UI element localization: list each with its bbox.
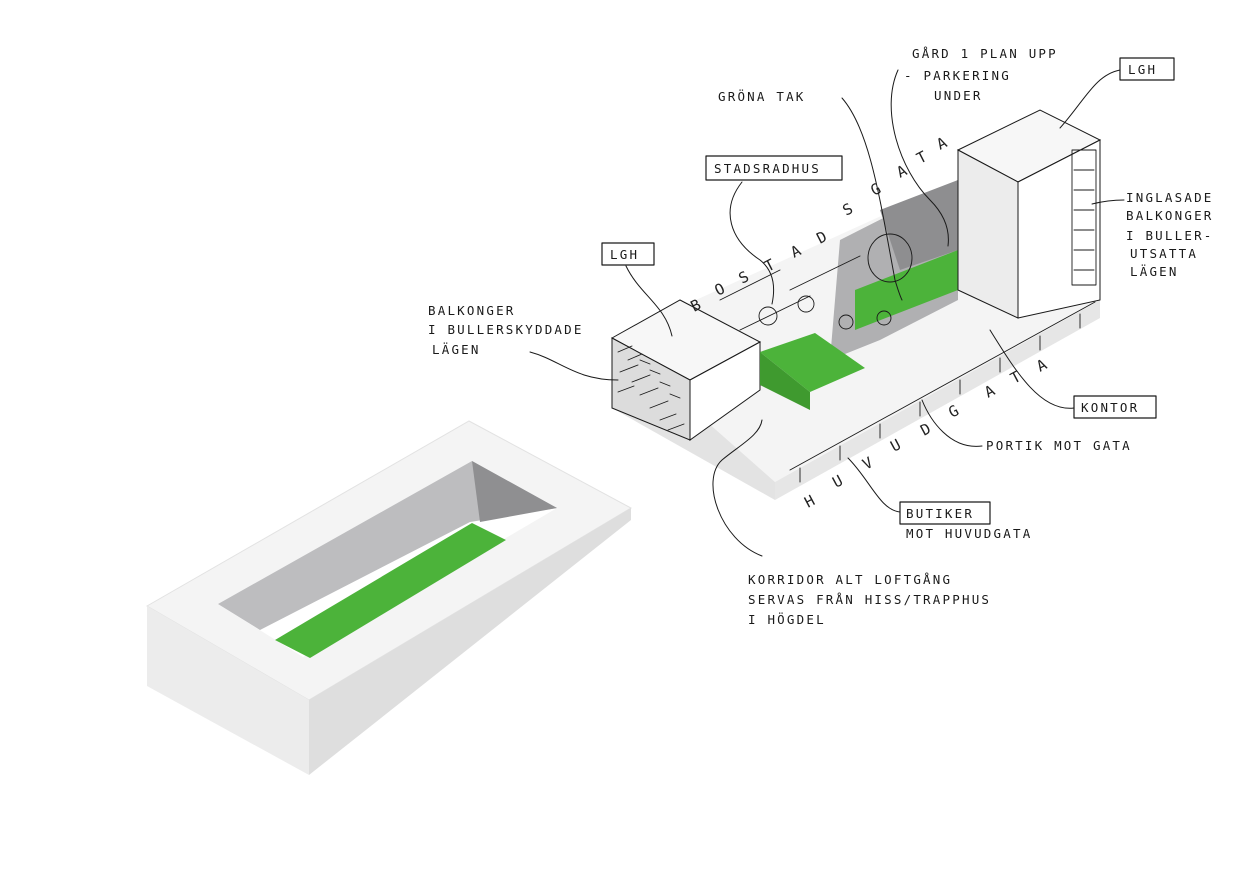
svg-text:GRÖNA TAK: GRÖNA TAK (718, 88, 806, 104)
svg-text:T: T (914, 147, 930, 167)
sheltered-balconies-sketch (617, 345, 685, 431)
block-left-face (147, 606, 309, 775)
annotation-stadsradhus: STADSRADHUS (705, 155, 843, 305)
annotation-lgh-right: LGH (1059, 57, 1175, 129)
label-box-butiker (899, 501, 991, 525)
svg-text:LGH: LGH (1128, 62, 1157, 77)
svg-text:BALKONGER: BALKONGER (428, 303, 516, 318)
svg-text:A: A (981, 381, 997, 401)
courtyard-wall-shadow (218, 461, 557, 630)
simple-massing-model (146, 420, 633, 775)
annotation-lgh-left: LGH (601, 242, 673, 337)
svg-text:LÄGEN: LÄGEN (432, 342, 481, 357)
ground-floor-sketch (789, 301, 1096, 483)
svg-text:A: A (1033, 355, 1049, 375)
svg-text:BALKONGER: BALKONGER (1126, 208, 1214, 223)
annotation-kontor: KONTOR (989, 329, 1157, 419)
label-box-lgh-left (601, 242, 655, 266)
annotation-gard: GÅRD 1 PLAN UPP - PARKERING UNDER (890, 46, 1058, 247)
annotation-butiker: BUTIKER MOT HUVUDGATA (847, 457, 1032, 541)
green-roof-left-front (760, 352, 810, 410)
svg-text:STADSRADHUS: STADSRADHUS (714, 161, 821, 176)
lgh-left-front (689, 341, 761, 441)
courtyard-shadow-dark (880, 180, 958, 270)
svg-text:A: A (894, 161, 910, 181)
leader-lgh-left (625, 265, 673, 337)
svg-text:MOT HUVUDGATA: MOT HUVUDGATA (906, 526, 1032, 541)
label-box-lgh-right (1119, 57, 1175, 81)
label-box-kontor (1073, 395, 1157, 419)
svg-text:- PARKERING: - PARKERING (904, 68, 1011, 83)
svg-text:SERVAS FRÅN HISS/TRAPPHUS: SERVAS FRÅN HISS/TRAPPHUS (748, 592, 991, 607)
leader-lgh-right (1059, 69, 1121, 129)
svg-text:I HÖGDEL: I HÖGDEL (748, 611, 826, 627)
leader-korridor (712, 419, 763, 557)
block-front-face (309, 508, 631, 775)
glazed-balconies-sketch (1071, 149, 1097, 286)
svg-text:S: S (840, 199, 856, 219)
leader-portik (921, 399, 983, 447)
svg-text:D: D (917, 419, 933, 439)
svg-text:BUTIKER: BUTIKER (906, 506, 974, 521)
svg-text:U: U (829, 471, 845, 491)
svg-text:INGLASADE: INGLASADE (1126, 190, 1214, 205)
leader-gard (890, 69, 949, 247)
svg-text:PORTIK MOT GATA: PORTIK MOT GATA (986, 438, 1132, 453)
green-roof-courtyard (855, 250, 958, 330)
leader-kontor (989, 329, 1075, 409)
svg-text:D: D (814, 227, 830, 247)
townhouse-sketch (719, 233, 913, 331)
courtyard-green-roof (275, 523, 506, 658)
detailed-massing-model (610, 109, 1102, 500)
green-roof-left (760, 333, 865, 392)
tower-front-face (1017, 139, 1101, 319)
leader-balkonger (529, 351, 619, 381)
svg-text:UTSATTA: UTSATTA (1130, 246, 1198, 261)
svg-text:V: V (859, 453, 875, 473)
svg-text:KORRIDOR ALT LOFTGÅNG: KORRIDOR ALT LOFTGÅNG (748, 572, 952, 587)
annotation-korridor: KORRIDOR ALT LOFTGÅNG SERVAS FRÅN HISS/T… (712, 419, 991, 627)
svg-text:I BULLERSKYDDADE: I BULLERSKYDDADE (428, 322, 584, 337)
svg-text:LGH: LGH (610, 247, 639, 262)
svg-text:A: A (934, 133, 950, 153)
svg-text:UNDER: UNDER (934, 88, 983, 103)
svg-text:H: H (801, 491, 817, 511)
annotation-balkonger: BALKONGER I BULLERSKYDDADE LÄGEN (428, 303, 619, 381)
leader-inglasade (1091, 199, 1125, 205)
base-front-face (775, 300, 1100, 500)
svg-text:I BULLER-: I BULLER- (1126, 228, 1214, 243)
leader-stadsradhus (729, 181, 774, 305)
annotation-inglasade: INGLASADE BALKONGER I BULLER- UTSATTA LÄ… (1091, 190, 1214, 279)
courtyard-wall-shadow-dark (472, 461, 557, 522)
svg-text:GÅRD 1 PLAN UPP: GÅRD 1 PLAN UPP (912, 46, 1058, 61)
svg-text:U: U (887, 435, 903, 455)
annotation-grona-tak: GRÖNA TAK (718, 88, 903, 301)
label-box-stadsradhus (705, 155, 843, 181)
leader-grona-tak (841, 97, 903, 301)
svg-text:G: G (945, 401, 961, 421)
svg-text:KONTOR: KONTOR (1081, 400, 1139, 415)
svg-text:LÄGEN: LÄGEN (1130, 264, 1179, 279)
leader-butiker (847, 457, 901, 513)
annotation-portik: PORTIK MOT GATA (921, 399, 1132, 453)
